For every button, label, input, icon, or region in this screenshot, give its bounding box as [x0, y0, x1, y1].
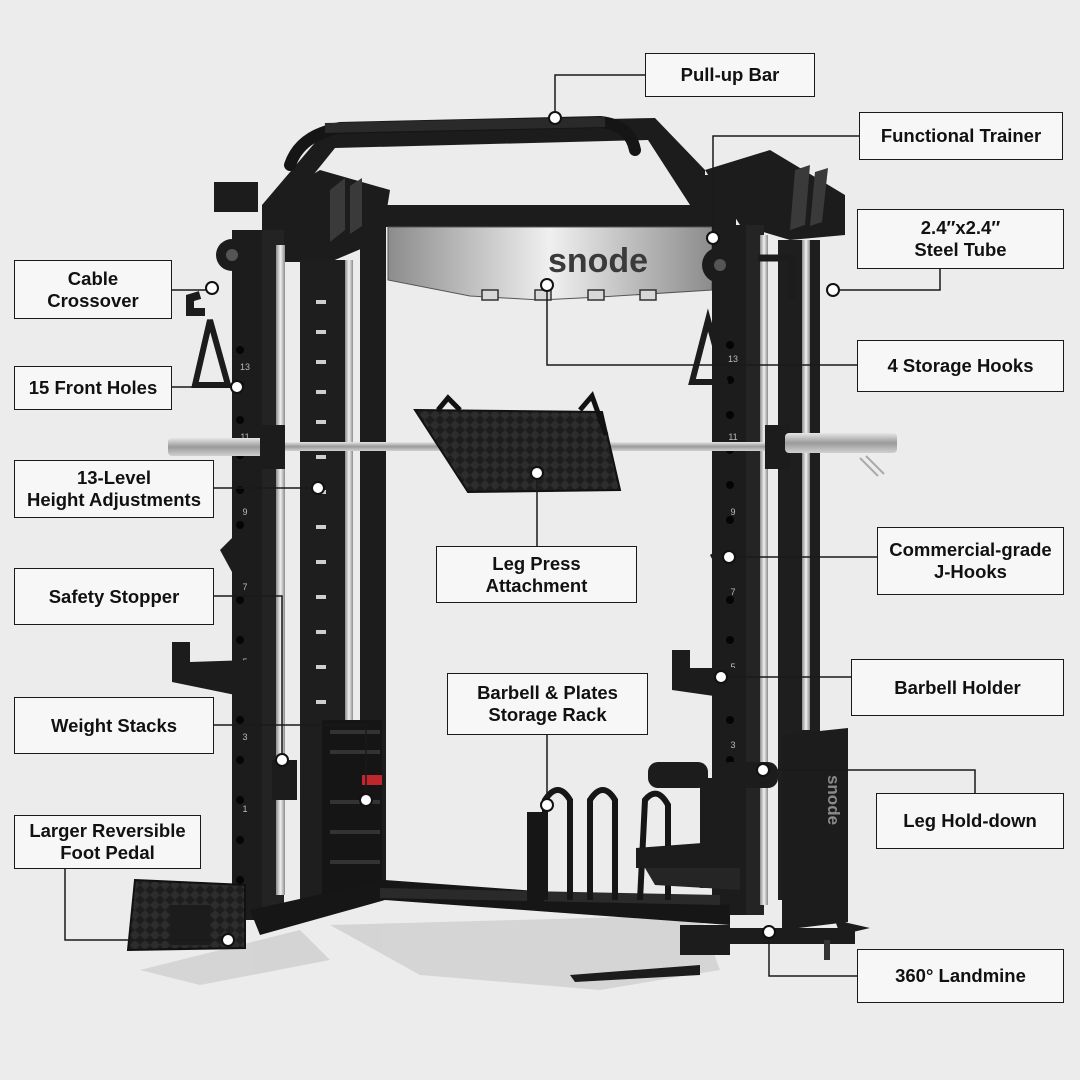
- landmine: [570, 925, 855, 982]
- leader-lines: [64, 74, 976, 977]
- panel-logo: snode: [824, 775, 843, 825]
- callout-safety-stopper: Safety Stopper: [14, 568, 214, 625]
- callout-height-adjustments: 13-Level Height Adjustments: [14, 460, 214, 518]
- callout-front-holes: 15 Front Holes: [14, 366, 172, 410]
- plate-storage-rack: [527, 787, 671, 907]
- hole-number: 9: [730, 507, 735, 517]
- hole-number: 7: [730, 587, 735, 597]
- right-tower: 13 11 9 7 5 3 snode: [672, 150, 870, 935]
- foot-pedal: [126, 878, 246, 952]
- base-frame: [250, 880, 730, 935]
- callout-cable-crossover: Cable Crossover: [14, 260, 172, 319]
- leg-hold-down: [636, 762, 778, 890]
- top-frame: [262, 118, 715, 227]
- safety-stopper-block: [272, 760, 297, 800]
- callout-weight-stacks: Weight Stacks: [14, 697, 214, 754]
- hole-number: 1: [242, 804, 247, 814]
- callout-leg-hold-down: Leg Hold-down: [876, 793, 1064, 849]
- right-weight-cover: snode: [782, 728, 848, 930]
- left-j-hook: [220, 530, 250, 572]
- hole-number: 3: [730, 740, 735, 750]
- left-cable-handle: [186, 291, 232, 388]
- callout-steel-tube: 2.4″x2.4″ Steel Tube: [857, 209, 1064, 269]
- callout-storage-rack: Barbell & Plates Storage Rack: [447, 673, 648, 735]
- left-tower: 13 11 9 7 5 3 1: [172, 170, 390, 920]
- brand-logo: snode: [548, 242, 648, 280]
- right-cable-handle: [688, 254, 796, 385]
- left-weight-stack: [322, 720, 382, 900]
- left-barbell-holder: [172, 642, 250, 698]
- hole-number: 7: [242, 582, 247, 592]
- hole-number: 11: [240, 432, 249, 442]
- hole-number: 5: [730, 662, 735, 672]
- callout-barbell-holder: Barbell Holder: [851, 659, 1064, 716]
- callout-j-hooks: Commercial-grade J-Hooks: [877, 527, 1064, 595]
- hole-number: 13: [728, 354, 738, 364]
- callout-dots: [205, 111, 840, 947]
- right-barbell-holder: [672, 650, 742, 700]
- callout-foot-pedal: Larger Reversible Foot Pedal: [14, 815, 201, 869]
- callout-storage-hooks: 4 Storage Hooks: [857, 340, 1064, 392]
- hole-number: 3: [242, 732, 247, 742]
- leg-press-plate: [413, 391, 622, 494]
- callout-pull-up-bar: Pull-up Bar: [645, 53, 815, 97]
- hole-number: 13: [240, 362, 250, 372]
- hole-number: 9: [242, 507, 247, 517]
- callout-functional-trainer: Functional Trainer: [859, 112, 1063, 160]
- callout-leg-press: Leg Press Attachment: [436, 546, 637, 603]
- callout-landmine: 360° Landmine: [857, 949, 1064, 1003]
- hole-number: 11: [728, 432, 737, 442]
